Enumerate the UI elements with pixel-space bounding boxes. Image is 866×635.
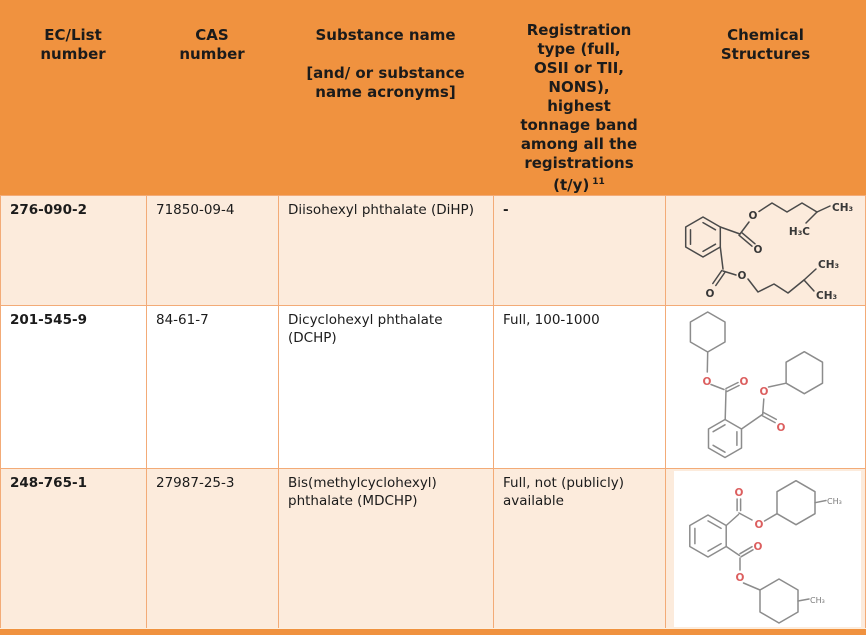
registration-type-cell: - <box>493 195 665 305</box>
oxygen-label: O <box>754 244 763 256</box>
substance-name-cell: Bis(methylcyclohexyl) phthalate (MDCHP) <box>278 468 493 628</box>
header-label: Substance name <box>315 26 456 44</box>
header-registration-type: Registration type (full, OSII or TII, NO… <box>493 0 665 195</box>
oxygen-label: O <box>777 422 786 434</box>
ec-number-cell: 248-765-1 <box>0 468 146 628</box>
mdchp-structure-image: O O O O CH₃ CH₃ <box>689 479 842 624</box>
header-label: Chemical Structures <box>720 26 811 63</box>
header-substance-name: Substance name [and/ or substance name a… <box>278 0 493 195</box>
methyl-label: H₃C <box>789 226 810 238</box>
bond-lines <box>684 202 831 294</box>
chemical-structure-cell: O O O O <box>665 305 866 468</box>
cas-number-cell: 27987-25-3 <box>146 468 278 628</box>
methyl-label: CH₃ <box>832 202 853 214</box>
oxygen-label: O <box>740 376 749 388</box>
oxygen-label: O <box>755 519 764 531</box>
methyl-label: CH₃ <box>810 596 825 605</box>
header-label: EC/List number <box>40 26 106 63</box>
ec-number-cell: 201-545-9 <box>0 305 146 468</box>
substance-name-cell: Dicyclohexyl phthalate (DCHP) <box>278 305 493 468</box>
oxygen-label: O <box>735 487 744 499</box>
registration-type-cell: Full, not (publicly) available <box>493 468 665 628</box>
header-chemical-structures: Chemical Structures <box>665 0 866 195</box>
header-label: Registration type (full, OSII or TII, NO… <box>519 21 639 195</box>
header-label: CAS number <box>179 26 245 63</box>
cas-number-cell: 84-61-7 <box>146 305 278 468</box>
registration-type-cell: Full, 100-1000 <box>493 305 665 468</box>
oxygen-label: O <box>738 270 747 282</box>
header-sublabel: [and/ or substance name acronyms] <box>306 64 465 101</box>
oxygen-label: O <box>706 288 715 300</box>
cas-number-cell: 71850-09-4 <box>146 195 278 305</box>
oxygen-label: O <box>703 376 712 388</box>
substance-name-cell: Diisohexyl phthalate (DiHP) <box>278 195 493 305</box>
ec-number-cell: 276-090-2 <box>0 195 146 305</box>
footnote-reference: 11 <box>592 177 605 187</box>
dchp-structure-image: O O O O <box>689 311 824 459</box>
oxygen-label: O <box>749 210 758 222</box>
header-cas-number: CAS number <box>146 0 278 195</box>
header-ec-list-number: EC/List number <box>0 0 146 195</box>
methyl-label: CH₃ <box>818 259 839 271</box>
structure-image-background: O O O O CH₃ CH₃ <box>674 471 861 627</box>
oxygen-label: O <box>736 572 745 584</box>
chemical-structure-cell: O O CH₃ H₃C O O CH₃ CH₃ <box>665 195 866 305</box>
methyl-label: CH₃ <box>827 497 842 506</box>
oxygen-label: O <box>754 541 763 553</box>
methyl-label: CH₃ <box>816 290 837 302</box>
table-bottom-strip <box>0 628 866 635</box>
bond-lines <box>689 311 824 459</box>
bond-lines <box>689 479 827 624</box>
chemical-structure-cell: O O O O CH₃ CH₃ <box>665 468 866 628</box>
oxygen-label: O <box>760 386 769 398</box>
header-label-text: Registration type (full, OSII or TII, NO… <box>520 21 638 194</box>
dihp-structure-image: O O CH₃ H₃C O O CH₃ CH₃ <box>684 202 853 302</box>
